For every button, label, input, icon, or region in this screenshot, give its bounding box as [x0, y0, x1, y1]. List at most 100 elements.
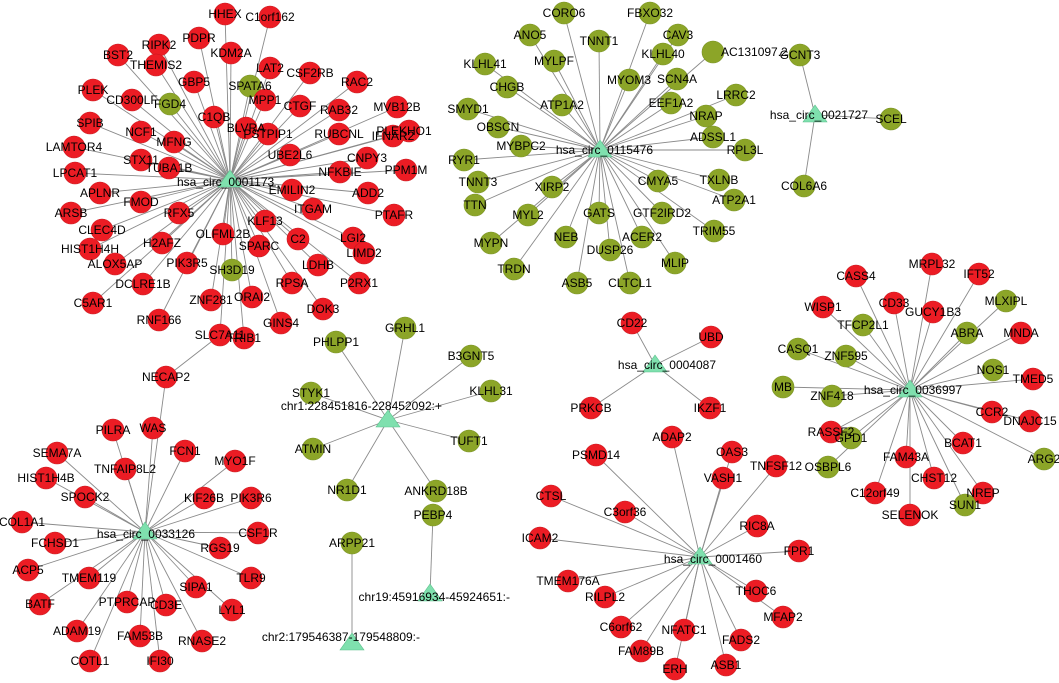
gene-node-olfml2b [211, 222, 235, 246]
edge-hsa-circ-0033126-myo1f [144, 460, 236, 533]
gene-node-tnfaip8l2 [113, 457, 137, 481]
gene-label-ttn: TTN [463, 198, 486, 212]
edge-hsa-circ-0033126-fchsd1 [54, 531, 146, 544]
gene-label-was: WAS [140, 421, 167, 435]
gene-label-mypn: MYPN [474, 236, 509, 250]
gene-label-orai2: ORAI2 [234, 290, 270, 304]
edge-hsa-circ-0036997-nos1 [909, 369, 994, 391]
gene-label-atp1a2: ATP1A2 [540, 98, 584, 112]
gene-node-c3orf36 [613, 500, 637, 524]
edge-hsa-circ-0001173-orai2 [229, 179, 253, 298]
gene-label-mlip: MLIP [661, 256, 689, 270]
gene-label-dclre1b: DCLRE1B [115, 277, 170, 291]
gene-label-arsb: ARSB [55, 206, 88, 220]
gene-node-cd3e [154, 593, 178, 617]
gene-node-eef1a2 [659, 91, 683, 115]
edge-hsa-circ-0033126-acp5 [27, 531, 146, 571]
gene-label-cmya5: CMYA5 [638, 174, 679, 188]
gene-label-csf1r: CSF1R [238, 526, 278, 540]
gene-node-c6orf62 [609, 615, 633, 639]
hub-node-hsa-circ-0021727 [802, 104, 828, 123]
gene-label-ptafr: PTAFR [375, 208, 414, 222]
gene-node-dok3 [311, 297, 335, 321]
gene-node-hist1h4b [34, 466, 58, 490]
hub-node-hsa-circ-0001460 [687, 546, 713, 565]
gene-node-znf595 [834, 344, 858, 368]
hub-label-hsa-circ-0021727: hsa_circ_0021727 [770, 108, 868, 122]
gene-node-ctsl [539, 484, 563, 508]
gene-node-col6a6 [792, 174, 816, 198]
gene-node-mylpf [542, 49, 566, 73]
gene-label-casq1: CASQ1 [778, 342, 819, 356]
gene-label-nos1: NOS1 [977, 363, 1010, 377]
edge-hsa-circ-0115476-coro6 [563, 12, 601, 151]
edge-hsa-circ-0001173-fgd4 [169, 103, 231, 181]
gene-label-chst12: CHST12 [911, 471, 957, 485]
gene-label-ifnar2: IFNAR2 [372, 129, 415, 143]
gene-node-rilpl2 [593, 585, 617, 609]
gene-node-cnpy3 [355, 146, 379, 170]
edge-chr1-228451816-228452092-grhl1 [387, 327, 406, 421]
gene-label-dnajc15: DNAJC15 [1003, 414, 1057, 428]
gene-label-oas3: OAS3 [716, 445, 748, 459]
gene-label-arpp21: ARPP21 [329, 536, 375, 550]
gene-label-cd33: CD33 [879, 296, 910, 310]
gene-node-hhex [213, 2, 237, 26]
edge-hsa-circ-0115476-myl2 [527, 149, 601, 216]
gene-label-icam2: ICAM2 [522, 531, 559, 545]
edge-hsa-circ-0033126-lyl1 [144, 531, 233, 611]
edge-hsa-circ-0036997-mb [782, 386, 911, 391]
gene-label-cltcl1: CLTCL1 [608, 276, 652, 290]
edge-hsa-circ-0115476-mybpc2 [520, 145, 601, 151]
gene-node-grhl1 [393, 316, 417, 340]
gene-node-c12orf49 [863, 481, 887, 505]
edge-hsa-circ-0115476-txlnb [599, 149, 720, 181]
gene-node-txlnb [707, 168, 731, 192]
gene-node-psmd14 [584, 443, 608, 467]
gene-label-trib1: TRIB1 [227, 331, 261, 345]
gene-label-znf595: ZNF595 [824, 349, 868, 363]
gene-label-fads2: FADS2 [722, 633, 760, 647]
gene-node-c5ar1 [81, 291, 105, 315]
gene-node-csf2rb [298, 61, 322, 85]
gene-label-ube2l6: UBE2L6 [268, 148, 313, 162]
gene-node-gins4 [269, 311, 293, 335]
edge-hsa-circ-0001460-erh [674, 556, 701, 670]
gene-label-sipa1: SIPA1 [179, 580, 212, 594]
gene-label-rab32: RAB32 [320, 103, 358, 117]
gene-node-smyd1 [456, 97, 480, 121]
gene-node-ikzf1 [698, 396, 722, 420]
edge-hsa-circ-0115476-ttn [474, 149, 601, 206]
gene-node-tmed5 [1021, 367, 1045, 391]
hub-label-chr19-45916934-45924651: chr19:45916934-45924651:- [359, 590, 510, 604]
edge-hsa-circ-0033126-fcn1 [144, 450, 186, 533]
gene-node-klf13 [253, 209, 277, 233]
edge-hsa-circ-0001173-trib1 [229, 179, 245, 339]
gene-label-pik3r5: PIK3R5 [166, 256, 208, 270]
gene-node-tuft1 [457, 429, 481, 453]
gene-label-fam53b: FAM53B [117, 629, 163, 643]
gene-node-atp2a1 [722, 188, 746, 212]
gene-label-necap2: NECAP2 [142, 370, 190, 384]
gene-label-fbxo32: FBXO32 [627, 6, 673, 20]
gene-label-klhl31: KLHL31 [469, 384, 513, 398]
gene-node-ankrd18b [424, 479, 448, 503]
edge-hsa-circ-0115476-acer2 [599, 149, 643, 238]
gene-node-trim55 [702, 219, 726, 243]
gene-label-fpr1: FPR1 [784, 544, 815, 558]
gene-node-emilin2 [280, 178, 304, 202]
gene-label-kif26b: KIF26B [184, 491, 224, 505]
gene-label-aplnr: APLNR [80, 186, 120, 200]
gene-node-mlip [663, 251, 687, 275]
edge-chr1-228451816-228452092-ankrd18b [387, 419, 437, 492]
gene-node-was [141, 416, 165, 440]
gene-label-c12orf49: C12orf49 [850, 486, 900, 500]
gene-node-limd2 [352, 241, 376, 265]
gene-node-fgd4 [158, 92, 182, 116]
gene-label-ptprcap: PTPRCAP [99, 595, 156, 609]
gene-label-ripk2: RIPK2 [142, 38, 177, 52]
gene-label-plek: PLEK [78, 83, 109, 97]
edge-hsa-circ-0036997-mlxipl [909, 300, 1007, 391]
edge-hsa-circ-0001460-adap2 [671, 436, 701, 558]
gene-node-col1a1 [10, 510, 34, 534]
